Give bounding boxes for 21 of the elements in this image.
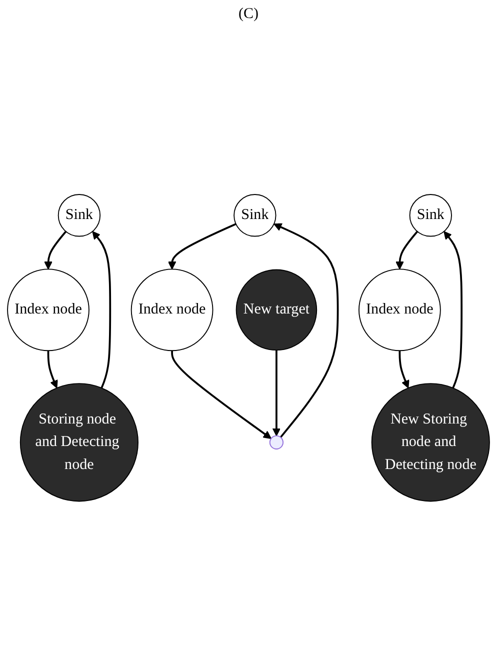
node-circle: New target bbox=[236, 268, 318, 350]
arrow bbox=[92, 230, 112, 388]
arrow bbox=[272, 350, 281, 436]
arrow bbox=[398, 350, 410, 388]
arrow bbox=[168, 222, 236, 270]
arrow bbox=[47, 350, 58, 388]
node-circle: Index node bbox=[7, 268, 90, 351]
node-circle: Index node bbox=[130, 268, 214, 351]
node-circle: Sink bbox=[234, 194, 276, 236]
node-circle bbox=[269, 434, 284, 450]
arrow bbox=[274, 222, 339, 438]
arrow bbox=[171, 350, 272, 439]
panel-label: (C) bbox=[238, 6, 258, 22]
node-circle: Sink bbox=[409, 194, 452, 236]
node-circle: Sink bbox=[58, 194, 101, 236]
arrow bbox=[444, 230, 463, 388]
node-circle: New Storing node and Detecting node bbox=[371, 382, 490, 502]
arrow bbox=[44, 230, 67, 270]
node-circle: Index node bbox=[358, 268, 441, 351]
arrow bbox=[396, 230, 418, 270]
node-circle: Storing node and Detecting node bbox=[20, 382, 138, 502]
